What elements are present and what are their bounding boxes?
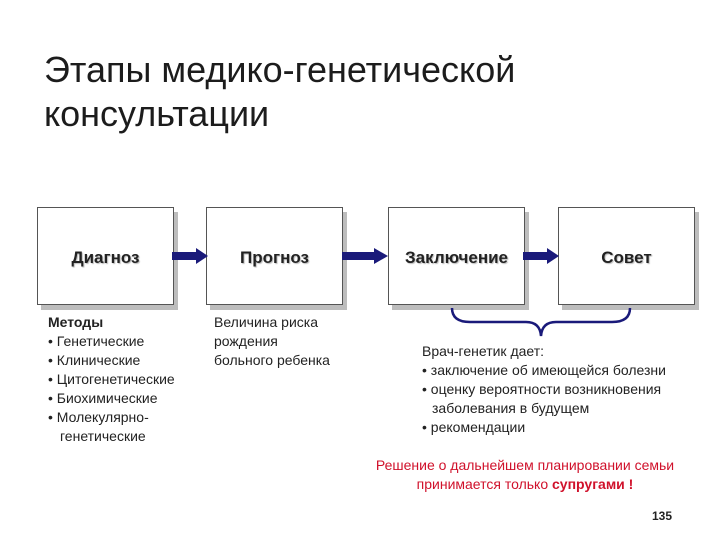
flow-arrow-icon [172,248,208,264]
conclusion-item: оценку вероятности возникновения [422,380,717,399]
methods-heading: Методы [48,314,104,330]
slide-title: Этапы медико-генетической консультации [44,48,684,136]
decision-note-line-2: принимается только супругами ! [335,475,715,494]
slide-title-line-2: консультации [44,93,270,134]
stage-label-conclusion: Заключение [405,248,508,267]
conclusion-item-continuation: заболевания в будущем [432,400,590,416]
decision-note-line-1: Решение о дальнейшем планировании семьи [375,457,675,473]
prognosis-line: рождения [214,333,278,349]
methods-item: Генетические [48,332,208,351]
methods-item: Биохимические [48,389,208,408]
prognosis-line: Величина риска [214,314,318,330]
stage-label-advice: Совет [601,248,652,267]
stage-label-prognosis: Прогноз [240,248,309,267]
methods-item: Молекулярно- [48,408,208,427]
conclusion-block: Врач-генетик дает: заключение об имеющей… [422,342,717,437]
flow-arrow-icon [342,248,388,264]
conclusion-intro: Врач-генетик дает: [422,343,545,359]
stage-box-conclusion: Заключение [388,207,525,305]
slide-title-line-1: Этапы медико-генетической [44,49,516,90]
stage-label-diagnosis: Диагноз [71,248,140,267]
conclusion-item: рекомендации [422,418,717,437]
prognosis-line: больного ребенка [214,352,330,368]
decision-note-prefix: принимается только [416,476,553,492]
prognosis-block: Величина риска рождения больного ребенка [214,313,384,370]
conclusion-item: заключение об имеющейся болезни [422,361,717,380]
methods-block: Методы Генетические Клинические Цитогене… [48,313,208,446]
curly-brace-icon [450,307,632,337]
flow-arrow-icon [523,248,559,264]
decision-note: Решение о дальнейшем планировании семьи … [335,456,715,494]
decision-note-emphasis: супругами ! [552,476,634,492]
methods-item: Цитогенетические [48,370,208,389]
methods-item: Клинические [48,351,208,370]
methods-item-continuation: генетические [60,428,146,444]
page-number: 135 [652,509,673,523]
stage-box-diagnosis: Диагноз [37,207,174,305]
stage-box-advice: Совет [558,207,695,305]
stage-box-prognosis: Прогноз [206,207,343,305]
